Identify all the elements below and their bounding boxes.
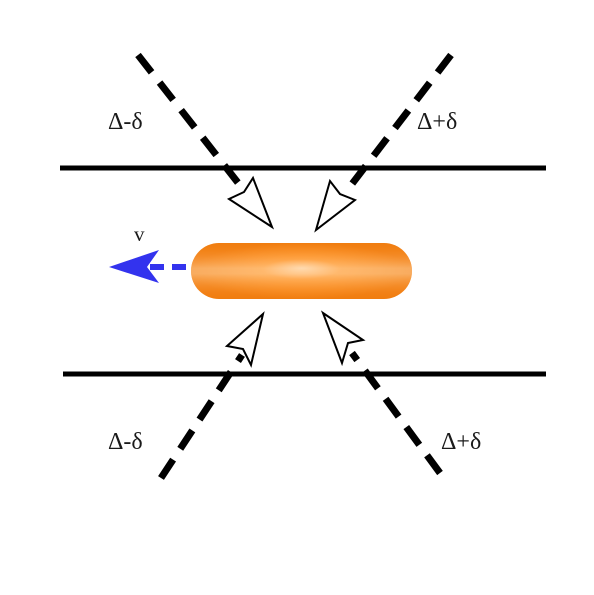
label-upper-left: Δ-δ	[108, 109, 143, 135]
beam-lower-right	[349, 350, 443, 476]
arrowhead-lower-left	[224, 311, 265, 368]
label-velocity: v	[134, 222, 145, 246]
label-upper-right: Δ+δ	[417, 109, 457, 135]
velocity-arrow	[109, 250, 186, 283]
label-lower-right: Δ+δ	[441, 429, 481, 455]
label-lower-left: Δ-δ	[108, 429, 143, 455]
arrowhead-lower-right	[320, 310, 366, 367]
beam-upper-left	[135, 52, 249, 196]
beam-lower-left	[158, 353, 245, 480]
arrowhead-upper-left	[226, 175, 275, 230]
arrowhead-upper-right	[314, 178, 358, 233]
atom-cloud	[191, 243, 412, 299]
beam-upper-right	[342, 52, 454, 196]
